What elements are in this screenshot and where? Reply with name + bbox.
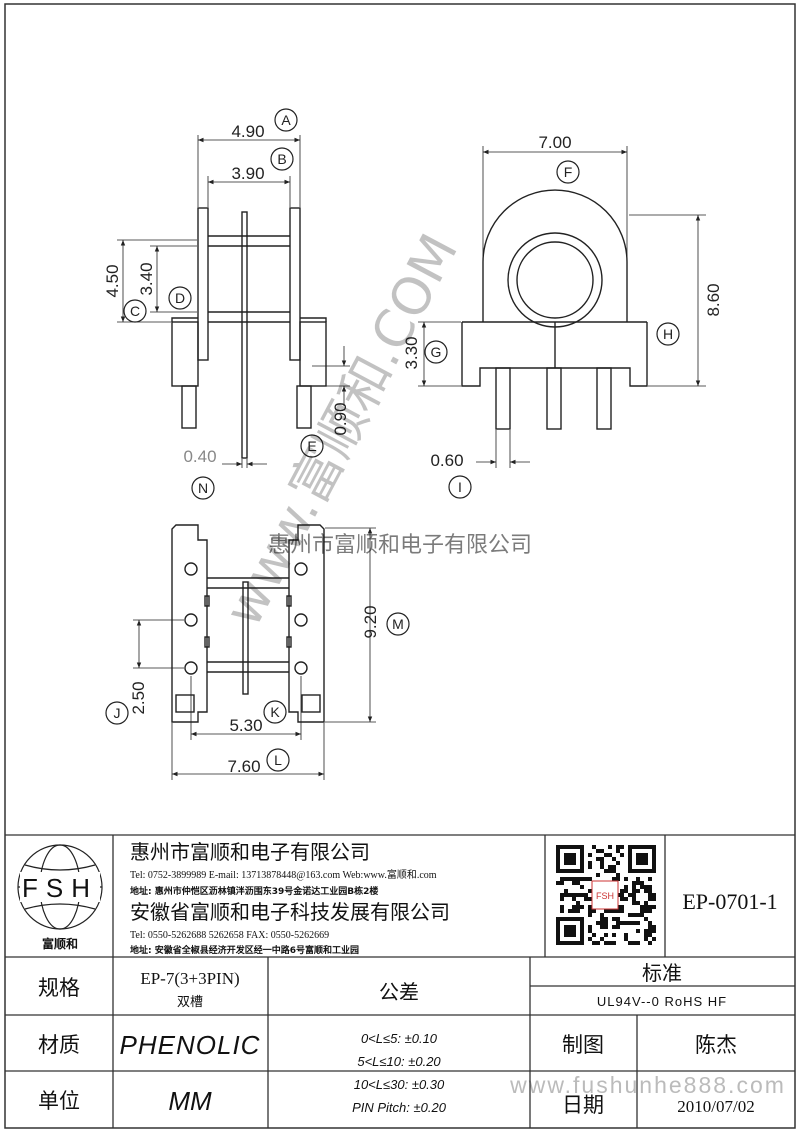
dim-J-value: 2.50 (129, 681, 148, 714)
unit-label: 单位 (38, 1089, 80, 1113)
marker-D (168, 286, 192, 310)
company2-address: 地址: 安徽省全椒县经济开发区经一中路6号富顺和工业园 (130, 944, 359, 956)
marker-K-label: K (270, 704, 280, 720)
spec-value: EP-7(3+3PIN) (140, 969, 239, 988)
dim-B-value: 3.90 (231, 164, 264, 183)
logo-caption: 富顺和 (42, 936, 78, 951)
side-view (117, 135, 350, 468)
watermark-site: www.fushunhe888.com (509, 1072, 786, 1098)
bottom-view (133, 524, 376, 780)
marker-G (424, 340, 448, 364)
marker-A (274, 108, 298, 132)
company1-name: 惠州市富顺和电子有限公司 (130, 840, 370, 864)
tolerance-3: 10<L≤30: ±0.30 (354, 1077, 445, 1092)
date-value: 2010/07/02 (677, 1097, 754, 1116)
marker-M-label: M (392, 616, 404, 632)
dim-E-value: 0.90 (331, 402, 350, 435)
company2-name: 安徽省富顺和电子科技发展有限公司 (130, 900, 450, 924)
spec-note: 双槽 (177, 995, 203, 1010)
qr-badge (591, 880, 619, 910)
qr-badge-text: FSH (596, 891, 614, 901)
dim-M-value: 9.20 (361, 605, 380, 638)
marker-E (300, 434, 324, 458)
material-label: 材质 (38, 1033, 80, 1057)
watermark-company: 惠州市富顺和电子有限公司 (268, 533, 532, 558)
marker-F (556, 160, 580, 184)
company2-contact: Tel: 0550-5262688 5262658 FAX: 0550-5262… (130, 930, 329, 941)
marker-L-label: L (274, 752, 282, 768)
watermark-diagonal: www.富顺和.COM (214, 225, 471, 636)
standard-label: 标准 (642, 961, 682, 985)
marker-B (270, 147, 294, 171)
dim-H-value: 8.60 (704, 283, 723, 316)
marker-J (105, 701, 129, 725)
drawn-value: 陈杰 (695, 1033, 737, 1057)
dim-D-value: 3.40 (137, 262, 156, 295)
marker-J-label: J (114, 705, 121, 721)
dim-C-value: 4.50 (103, 264, 122, 297)
marker-C (123, 299, 147, 323)
dim-L-value: 7.60 (227, 757, 260, 776)
tolerance-1: 0<L≤5: ±0.10 (361, 1031, 438, 1046)
marker-G-label: G (431, 344, 442, 360)
marker-I-label: I (458, 479, 462, 495)
dim-A-value: 4.90 (231, 122, 264, 141)
marker-K (263, 700, 287, 724)
drawn-label: 制图 (562, 1033, 604, 1057)
material-value: PHENOLIC (120, 1030, 261, 1060)
page-frame (4, 3, 796, 1129)
title-block (5, 834, 795, 1128)
dim-N-value: 0.40 (183, 447, 216, 466)
marker-L (266, 748, 290, 772)
spec-label: 规格 (38, 976, 80, 1000)
unit-value: MM (168, 1086, 212, 1116)
marker-H-label: H (663, 326, 673, 342)
marker-N-label: N (198, 480, 208, 496)
dim-I-value: 0.60 (430, 451, 463, 470)
tolerance-4: PIN Pitch: ±0.20 (352, 1100, 447, 1115)
tolerance-label: 公差 (379, 980, 419, 1004)
marker-N (191, 476, 215, 500)
tolerance-2: 5<L≤10: ±0.20 (357, 1054, 441, 1069)
marker-A-label: A (281, 112, 291, 128)
dim-K-value: 5.30 (229, 716, 262, 735)
front-view (418, 146, 706, 468)
company1-address: 地址: 惠州市仲恺区沥林镇泮沥围东39号金诺达工业园B栋2楼 (130, 885, 378, 897)
marker-E-label: E (307, 438, 316, 454)
company1-contact: Tel: 0752-3899989 E-mail: 13713878448@16… (130, 868, 437, 881)
marker-I (448, 475, 472, 499)
marker-C-label: C (130, 303, 140, 319)
marker-F-label: F (564, 164, 573, 180)
marker-B-label: B (277, 151, 286, 167)
logo-text-bg (20, 872, 100, 902)
marker-D-label: D (175, 290, 185, 306)
marker-M (386, 612, 410, 636)
logo-text: FSH (22, 873, 98, 903)
standard-value: UL94V--0 RoHS HF (597, 994, 727, 1009)
dim-F-value: 7.00 (538, 133, 571, 152)
dim-G-value: 3.30 (402, 336, 421, 369)
drawing-number: EP-0701-1 (682, 889, 777, 914)
marker-H (656, 322, 680, 346)
date-label: 日期 (562, 1093, 604, 1117)
